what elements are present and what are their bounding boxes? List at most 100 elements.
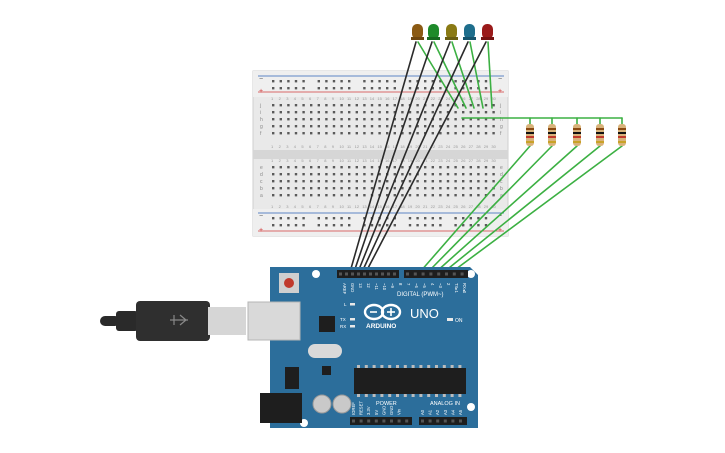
terminal-hole[interactable]: [416, 187, 419, 190]
terminal-hole[interactable]: [355, 132, 358, 135]
terminal-hole[interactable]: [348, 194, 351, 197]
signal-wires[interactable]: [417, 41, 623, 273]
rail-hole[interactable]: [340, 224, 343, 227]
terminal-hole[interactable]: [363, 194, 366, 197]
terminal-hole[interactable]: [424, 166, 427, 169]
terminal-hole[interactable]: [386, 125, 389, 128]
terminal-hole[interactable]: [325, 104, 328, 107]
terminal-hole[interactable]: [401, 111, 404, 114]
rail-hole[interactable]: [363, 80, 366, 83]
header-pin[interactable]: [421, 419, 424, 423]
rail-hole[interactable]: [272, 224, 275, 227]
terminal-hole[interactable]: [355, 111, 358, 114]
terminal-hole[interactable]: [310, 166, 313, 169]
terminal-hole[interactable]: [401, 132, 404, 135]
rail-hole[interactable]: [325, 224, 328, 227]
terminal-hole[interactable]: [287, 194, 290, 197]
terminal-hole[interactable]: [424, 111, 427, 114]
rail-hole[interactable]: [302, 87, 305, 90]
terminal-hole[interactable]: [272, 132, 275, 135]
led-2[interactable]: [427, 24, 440, 40]
rail-hole[interactable]: [454, 224, 457, 227]
terminal-hole[interactable]: [462, 125, 465, 128]
header-pin[interactable]: [428, 419, 432, 423]
led-4[interactable]: [463, 24, 476, 40]
terminal-hole[interactable]: [408, 132, 412, 135]
terminal-hole[interactable]: [348, 173, 351, 176]
terminal-hole[interactable]: [287, 180, 290, 183]
terminal-hole[interactable]: [310, 104, 313, 107]
resistor-4[interactable]: [596, 124, 604, 146]
terminal-hole[interactable]: [355, 194, 358, 197]
rail-hole[interactable]: [439, 87, 442, 90]
terminal-hole[interactable]: [310, 118, 313, 121]
terminal-hole[interactable]: [454, 194, 457, 197]
terminal-hole[interactable]: [401, 187, 404, 190]
rail-hole[interactable]: [393, 87, 396, 90]
terminal-hole[interactable]: [416, 166, 419, 169]
terminal-hole[interactable]: [469, 187, 472, 190]
terminal-hole[interactable]: [302, 118, 305, 121]
rail-hole[interactable]: [469, 87, 472, 90]
resistor-3[interactable]: [573, 124, 581, 146]
terminal-hole[interactable]: [310, 125, 313, 128]
header-pin[interactable]: [451, 419, 455, 423]
terminal-hole[interactable]: [332, 187, 336, 190]
terminal-hole[interactable]: [431, 194, 434, 197]
terminal-hole[interactable]: [439, 173, 442, 176]
terminal-hole[interactable]: [348, 132, 351, 135]
terminal-hole[interactable]: [393, 125, 396, 128]
header-pin[interactable]: [460, 272, 464, 276]
terminal-hole[interactable]: [492, 166, 495, 169]
terminal-hole[interactable]: [439, 180, 442, 183]
rail-hole[interactable]: [363, 224, 366, 227]
terminal-hole[interactable]: [492, 111, 495, 114]
terminal-hole[interactable]: [408, 173, 412, 176]
header-pin[interactable]: [359, 419, 363, 423]
terminal-hole[interactable]: [348, 166, 351, 169]
terminal-hole[interactable]: [302, 166, 305, 169]
terminal-hole[interactable]: [446, 173, 450, 176]
rail-hole[interactable]: [340, 87, 343, 90]
terminal-hole[interactable]: [325, 132, 328, 135]
terminal-hole[interactable]: [332, 125, 336, 128]
terminal-hole[interactable]: [477, 132, 480, 135]
terminal-hole[interactable]: [363, 132, 366, 135]
terminal-hole[interactable]: [348, 111, 351, 114]
header-pin[interactable]: [352, 419, 355, 423]
terminal-hole[interactable]: [439, 166, 442, 169]
terminal-hole[interactable]: [317, 187, 320, 190]
rail-hole[interactable]: [370, 87, 374, 90]
terminal-hole[interactable]: [454, 180, 457, 183]
terminal-hole[interactable]: [484, 118, 488, 121]
terminal-hole[interactable]: [431, 104, 434, 107]
terminal-hole[interactable]: [386, 132, 389, 135]
terminal-hole[interactable]: [462, 194, 465, 197]
terminal-hole[interactable]: [454, 132, 457, 135]
terminal-hole[interactable]: [340, 125, 343, 128]
terminal-hole[interactable]: [272, 104, 275, 107]
rail-hole[interactable]: [294, 217, 298, 220]
terminal-hole[interactable]: [484, 104, 488, 107]
terminal-hole[interactable]: [272, 173, 275, 176]
rail-hole[interactable]: [408, 217, 412, 220]
rail-hole[interactable]: [332, 87, 336, 90]
rail-hole[interactable]: [386, 80, 389, 83]
terminal-hole[interactable]: [439, 104, 442, 107]
rail-hole[interactable]: [317, 217, 320, 220]
terminal-hole[interactable]: [393, 173, 396, 176]
terminal-hole[interactable]: [424, 125, 427, 128]
terminal-hole[interactable]: [477, 104, 480, 107]
rail-hole[interactable]: [484, 80, 488, 83]
terminal-hole[interactable]: [401, 125, 404, 128]
rail-hole[interactable]: [325, 217, 328, 220]
rail-hole[interactable]: [294, 224, 298, 227]
terminal-hole[interactable]: [439, 187, 442, 190]
rail-hole[interactable]: [348, 224, 351, 227]
terminal-hole[interactable]: [446, 132, 450, 135]
terminal-hole[interactable]: [401, 118, 404, 121]
terminal-hole[interactable]: [363, 125, 366, 128]
terminal-hole[interactable]: [484, 187, 488, 190]
rail-hole[interactable]: [416, 80, 419, 83]
terminal-hole[interactable]: [446, 180, 450, 183]
